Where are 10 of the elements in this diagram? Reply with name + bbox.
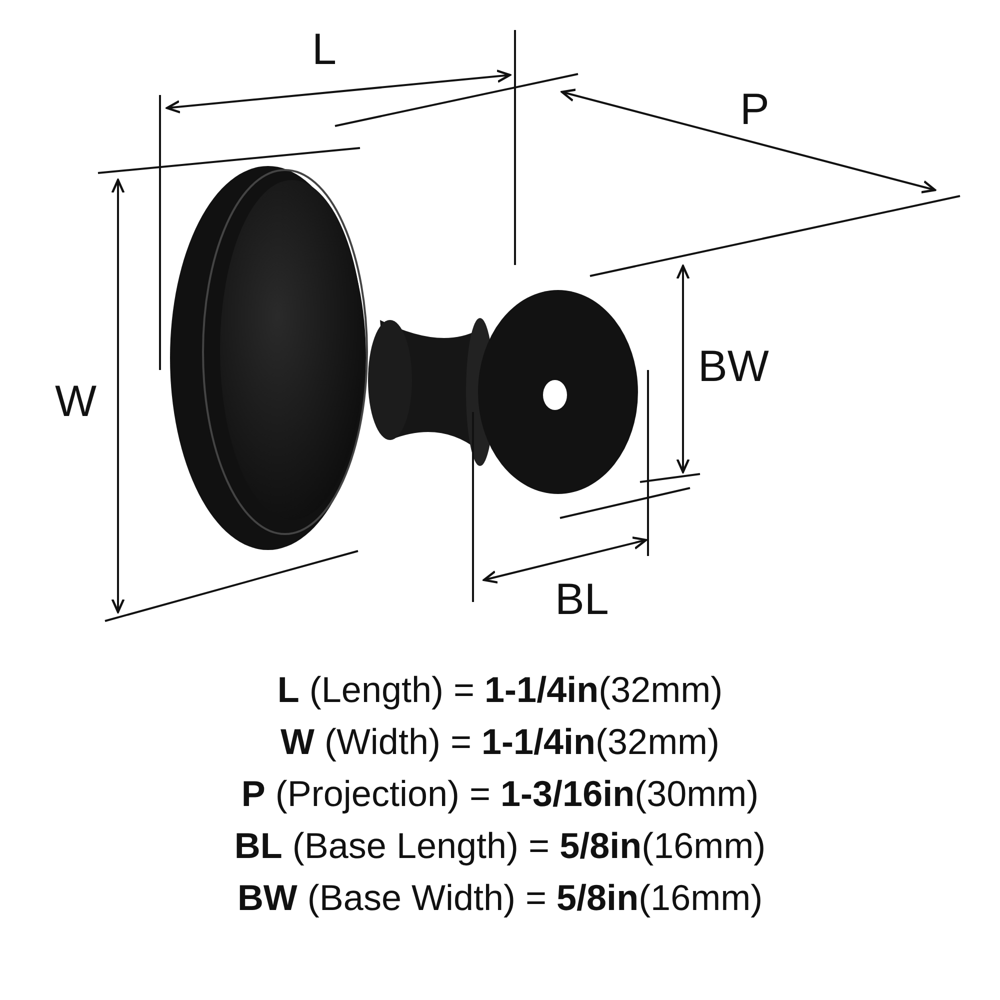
- dimension-label: BL: [555, 578, 609, 622]
- dimension-label: P: [740, 88, 770, 132]
- dimension-label: L: [312, 28, 336, 72]
- dimension-label: BW: [698, 345, 769, 389]
- dimension-label: W: [55, 380, 97, 424]
- dimension-spec: L (Length) = 1-1/4in(32mm): [277, 672, 723, 708]
- dimension-spec: BW (Base Width) = 5/8in(16mm): [237, 880, 763, 916]
- dimension-spec: P (Projection) = 1-3/16in(30mm): [241, 776, 759, 812]
- dimension-spec: W (Width) = 1-1/4in(32mm): [280, 724, 720, 760]
- dimension-spec: BL (Base Length) = 5/8in(16mm): [234, 828, 766, 864]
